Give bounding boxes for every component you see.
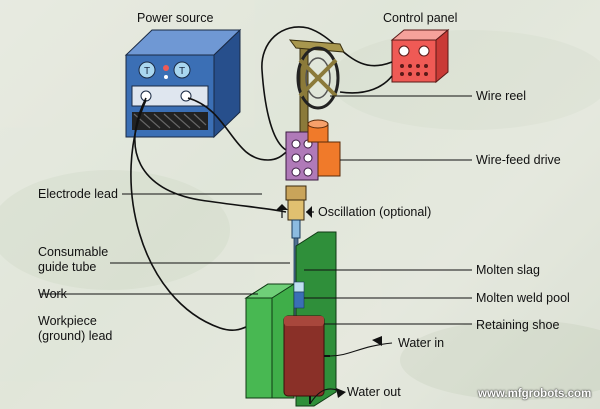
power-source-unit: T T bbox=[124, 28, 242, 139]
reel-control-cable bbox=[339, 75, 393, 94]
power-cable bbox=[187, 97, 293, 161]
label-wire-reel: Wire reel bbox=[476, 89, 527, 103]
retaining-shoe-shape bbox=[283, 315, 325, 397]
cables bbox=[130, 26, 393, 331]
label-power-source: Power source bbox=[137, 11, 214, 25]
wire-reel-assembly bbox=[288, 39, 345, 157]
power-dial-right-label: T bbox=[179, 66, 185, 77]
control-panel-unit bbox=[390, 28, 450, 84]
label-electrode-lead: Electrode lead bbox=[38, 187, 118, 201]
label-control-panel: Control panel bbox=[383, 11, 458, 25]
work-plates bbox=[244, 231, 337, 407]
molten-weld-pool-shape bbox=[293, 291, 305, 309]
ground-lead-cable bbox=[130, 99, 249, 331]
label-retaining-shoe: Retaining shoe bbox=[476, 318, 560, 332]
watermark-text: www.mfgrobots.com bbox=[478, 388, 592, 400]
power-indicator-icon bbox=[163, 65, 169, 71]
water-in-arrow-icon bbox=[372, 336, 382, 346]
leader-lines bbox=[40, 95, 472, 405]
wire-reel-icon bbox=[296, 46, 340, 110]
label-water-in: Water in bbox=[398, 336, 445, 350]
label-workpiece-ground-lead: Workpiece (ground) lead bbox=[38, 314, 113, 343]
power-meter-right-icon bbox=[173, 61, 191, 79]
label-water-out: Water out bbox=[347, 385, 401, 399]
label-work: Work bbox=[38, 287, 67, 301]
label-molten-slag: Molten slag bbox=[476, 263, 540, 277]
label-oscillation: Oscillation (optional) bbox=[318, 205, 432, 219]
wire-feed-drive-unit bbox=[285, 119, 341, 181]
power-meter-left-icon bbox=[138, 61, 156, 79]
label-wire-feed-drive: Wire-feed drive bbox=[476, 153, 561, 167]
label-molten-weld-pool: Molten weld pool bbox=[476, 291, 570, 305]
label-consumable-guide-tube: Consumable guide tube bbox=[38, 245, 109, 274]
molten-slag-shape bbox=[293, 281, 305, 293]
control-cable bbox=[261, 26, 393, 151]
power-dial-left-label: T bbox=[144, 66, 150, 77]
water-out-arrow-icon bbox=[336, 388, 346, 398]
